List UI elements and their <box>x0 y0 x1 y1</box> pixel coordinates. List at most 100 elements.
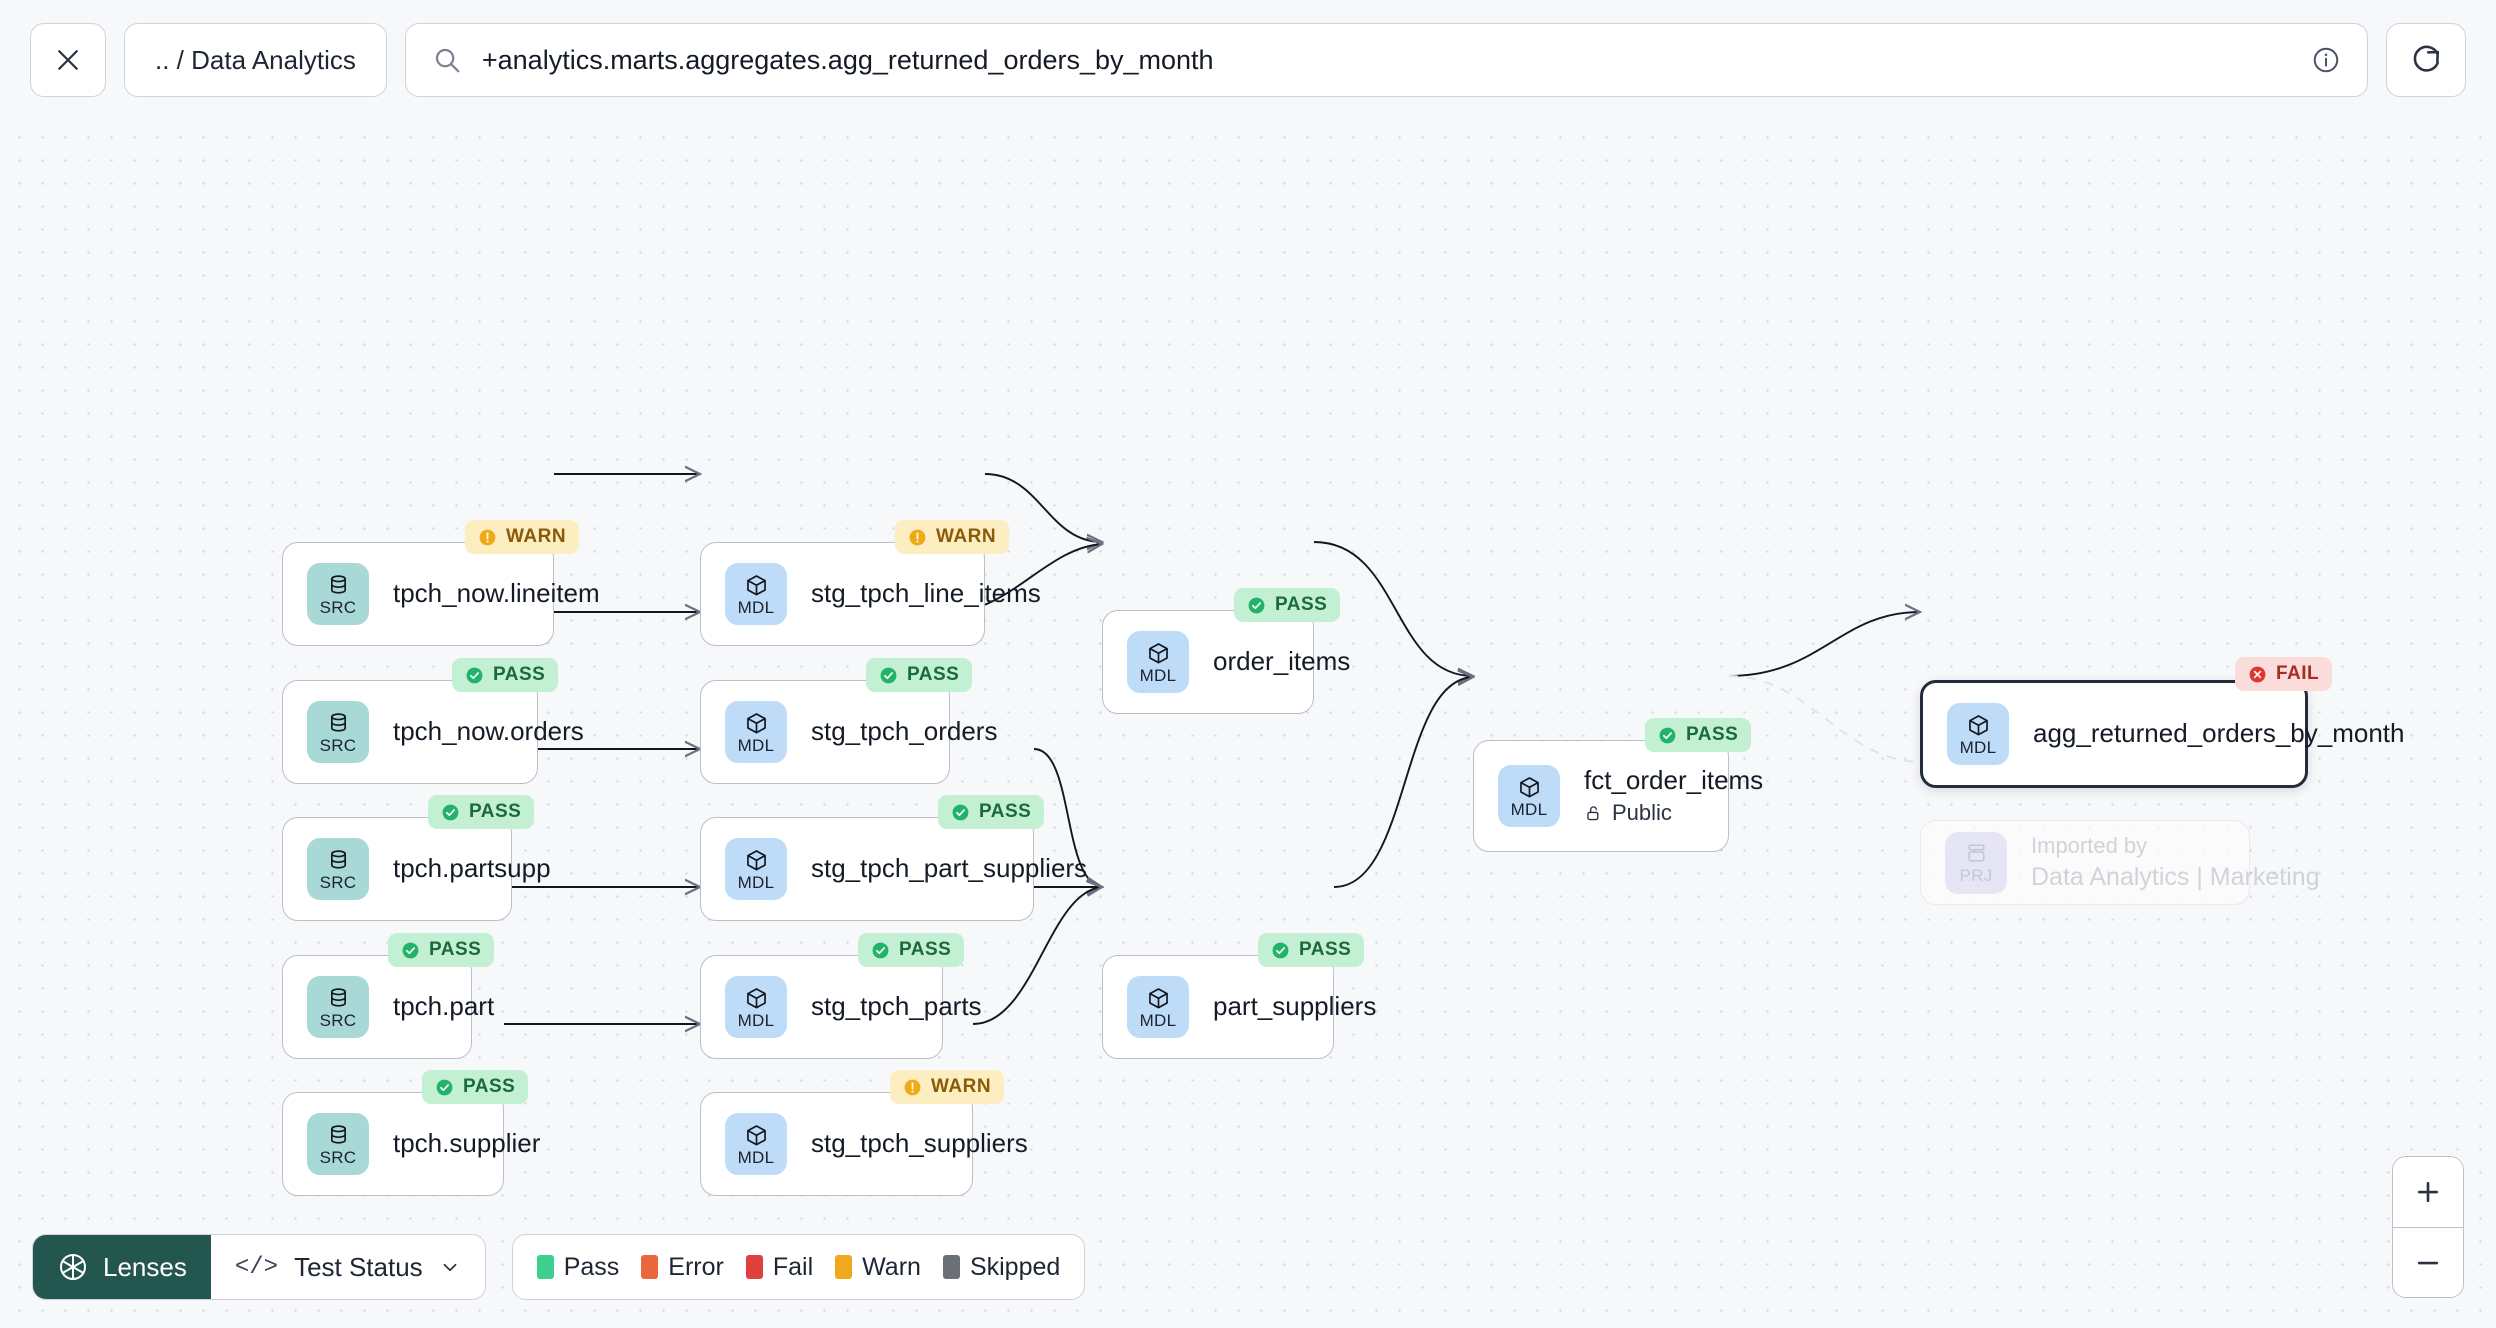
status-badge-pass[interactable]: PASS <box>388 933 495 967</box>
status-badge-pass[interactable]: PASS <box>452 658 559 692</box>
node-title: tpch.partsupp <box>393 853 551 884</box>
cube-icon <box>1968 714 1988 735</box>
node-title: stg_tpch_orders <box>811 716 998 747</box>
node-body: tpch_now.orders <box>393 716 584 747</box>
warn-exclaim-icon <box>909 529 926 545</box>
status-badge-pass[interactable]: PASS <box>1645 718 1752 752</box>
node-kind-label: MDL <box>1139 665 1177 685</box>
status-badge-fail[interactable]: FAIL <box>2235 657 2333 691</box>
database-icon <box>330 712 346 732</box>
close-button[interactable] <box>30 23 106 97</box>
status-badge-warn[interactable]: WARN <box>890 1070 1005 1104</box>
cube-icon <box>1519 776 1539 797</box>
node-title: stg_tpch_suppliers <box>811 1128 1028 1159</box>
node-title: agg_returned_orders_by_month <box>2033 718 2405 749</box>
warn-exclaim-icon <box>904 1079 921 1095</box>
legend-item-fail[interactable]: Fail <box>745 1253 813 1282</box>
node-kind-label: MDL <box>737 872 775 892</box>
lens-selected-label: Test Status <box>294 1251 423 1282</box>
status-badge-pass[interactable]: PASS <box>938 795 1045 829</box>
refresh-button[interactable] <box>2386 23 2466 97</box>
status-badge-pass[interactable]: PASS <box>1234 588 1341 622</box>
database-icon <box>330 849 346 869</box>
top-toolbar: .. / Data Analytics +analytics.marts.agg… <box>0 0 2496 120</box>
legend-swatch <box>942 1255 960 1279</box>
status-badge-pass[interactable]: PASS <box>428 795 535 829</box>
node-type-badge-mdl: MDL <box>1127 631 1189 693</box>
zoom-out-button[interactable] <box>2393 1227 2463 1297</box>
search-field[interactable]: +analytics.marts.aggregates.agg_returned… <box>404 23 2368 97</box>
aperture-icon <box>60 1254 86 1280</box>
status-badge-pass[interactable]: PASS <box>858 933 965 967</box>
cube-icon <box>746 574 766 595</box>
node-type-badge-mdl: MDL <box>725 1113 787 1175</box>
status-badge-pass[interactable]: PASS <box>866 658 973 692</box>
search-input[interactable]: +analytics.marts.aggregates.agg_returned… <box>481 44 1214 75</box>
pass-check-icon <box>1659 727 1676 743</box>
graph-node-src_partsupp[interactable]: SRC tpch.partsupp <box>282 817 551 921</box>
legend-swatch <box>745 1255 763 1279</box>
status-badge-pass[interactable]: PASS <box>1258 933 1365 967</box>
status-badge-pass[interactable]: PASS <box>422 1070 529 1104</box>
node-type-badge-mdl: MDL <box>725 838 787 900</box>
node-body: tpch_now.lineitem <box>393 578 600 609</box>
legend-item-warn[interactable]: Warn <box>835 1253 921 1282</box>
zoom-in-button[interactable] <box>2393 1157 2463 1227</box>
status-badge-label: PASS <box>899 939 952 960</box>
graph-node-stg_suppliers[interactable]: MDL stg_tpch_suppliers <box>700 1092 1028 1196</box>
node-type-badge-src: SRC <box>307 563 369 625</box>
status-badge-label: WARN <box>936 526 997 547</box>
refresh-icon <box>2413 45 2440 72</box>
node-type-badge-src: SRC <box>307 976 369 1038</box>
pass-check-icon <box>1248 597 1265 613</box>
legend-item-pass[interactable]: Pass <box>536 1252 620 1282</box>
legend-swatch <box>641 1255 659 1279</box>
status-badge-warn[interactable]: WARN <box>895 520 1010 554</box>
node-type-badge-src: SRC <box>307 838 369 900</box>
node-title: stg_tpch_parts <box>811 991 982 1022</box>
legend-item-error[interactable]: Error <box>641 1253 724 1282</box>
code-icon: </> <box>234 1253 279 1281</box>
node-body: stg_tpch_suppliers <box>811 1128 1028 1159</box>
status-badge-label: WARN <box>931 1076 992 1097</box>
lens-select[interactable]: </> Test Status <box>211 1235 485 1299</box>
chevron-down-icon <box>443 1263 457 1272</box>
node-kind-label: MDL <box>737 1147 775 1167</box>
graph-node-src_lineitem[interactable]: SRC tpch_now.lineitem <box>282 542 600 646</box>
breadcrumb[interactable]: .. / Data Analytics <box>124 23 387 97</box>
info-circle-icon[interactable] <box>2311 45 2341 75</box>
lenses-button[interactable]: Lenses <box>33 1235 211 1299</box>
plus-icon <box>2417 1181 2439 1203</box>
node-body: part_suppliers <box>1213 991 1376 1022</box>
legend-label: Skipped <box>969 1252 1061 1281</box>
node-body: tpch.supplier <box>393 1128 540 1159</box>
node-body: stg_tpch_parts <box>811 991 982 1022</box>
legend-label: Pass <box>563 1252 620 1281</box>
node-type-badge-mdl: MDL <box>1498 765 1560 827</box>
database-icon <box>330 987 346 1007</box>
close-icon <box>58 50 78 70</box>
status-badge-warn[interactable]: WARN <box>465 520 580 554</box>
node-visibility-label: Public <box>1612 800 1672 826</box>
legend-label: Error <box>668 1252 724 1281</box>
database-icon <box>330 574 346 594</box>
node-kind-label: SRC <box>319 1010 357 1030</box>
legend-item-skipped[interactable]: Skipped <box>942 1252 1061 1282</box>
graph-node-stg_part_suppliers[interactable]: MDL stg_tpch_part_suppliers <box>700 817 1087 921</box>
pass-check-icon <box>442 804 459 820</box>
node-body: stg_tpch_part_suppliers <box>811 853 1087 884</box>
